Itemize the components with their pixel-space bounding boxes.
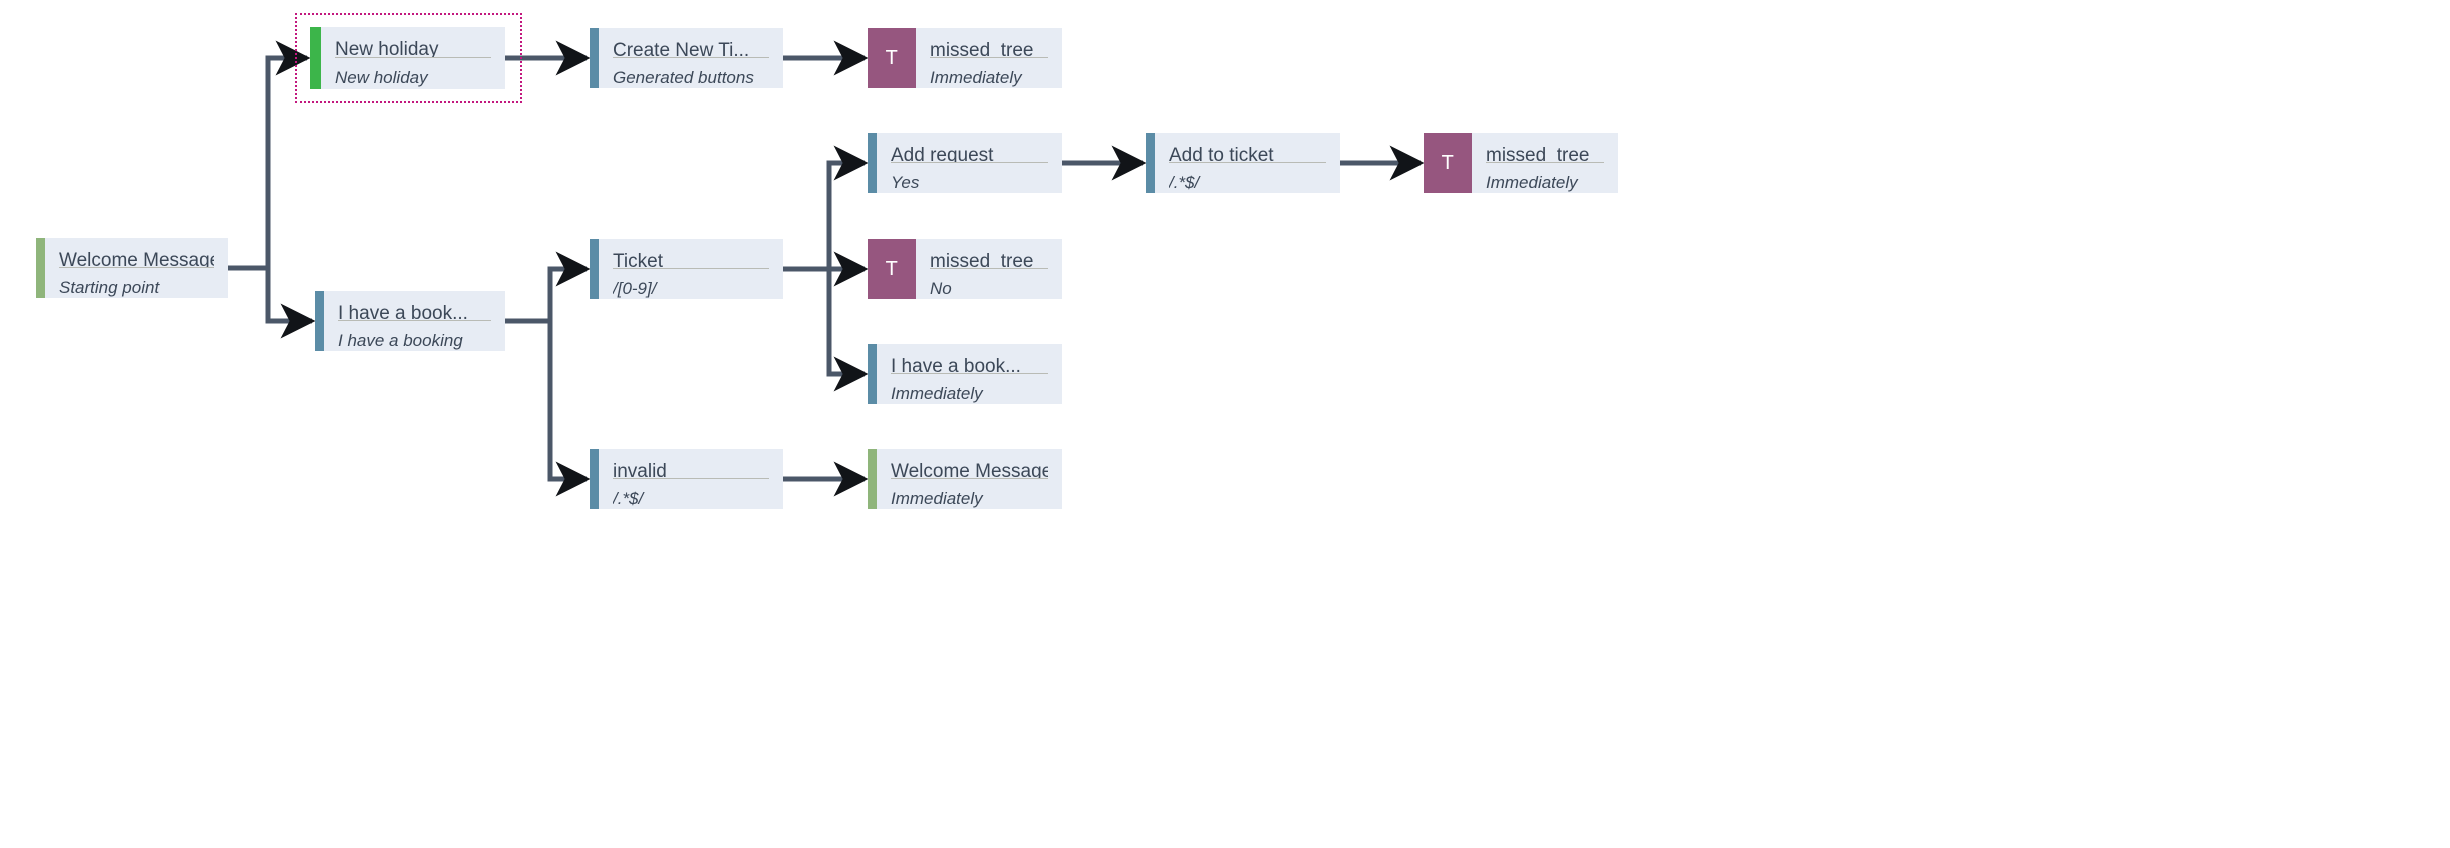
- node-title: I have a book...: [338, 303, 468, 321]
- node-title: Add request: [891, 145, 994, 163]
- node-body: Create New Ti... Generated buttons: [599, 28, 783, 88]
- node-marker-green-bright: [310, 27, 321, 89]
- node-body: missed_tree No: [916, 239, 1062, 299]
- node-marker-blue: [868, 133, 877, 193]
- node-body: Welcome Message Immediately: [877, 449, 1062, 509]
- node-welcome-message-return[interactable]: Welcome Message Immediately: [868, 449, 1062, 509]
- node-title: I have a book...: [891, 356, 1021, 374]
- node-body: New holiday New holiday: [321, 27, 505, 89]
- node-marker-blue: [590, 28, 599, 88]
- node-title: Create New Ti...: [613, 40, 750, 58]
- node-missed-tree-top[interactable]: T missed_tree Immediately: [868, 28, 1062, 88]
- node-subtitle: Starting point: [59, 277, 160, 297]
- edge-booking-to-invalid: [505, 318, 591, 497]
- node-welcome-message-start[interactable]: Welcome Message Starting point: [36, 238, 228, 298]
- node-marker-blue: [590, 449, 599, 509]
- selection-highlight-new-holiday: [295, 13, 522, 103]
- node-body: I have a book... Immediately: [877, 344, 1062, 404]
- node-body: Ticket /[0-9]/: [599, 239, 783, 299]
- node-marker-blue: [1146, 133, 1155, 193]
- node-badge-t-icon: T: [1424, 133, 1472, 193]
- node-subtitle: Immediately: [930, 67, 1022, 87]
- node-i-have-a-booking-immediate[interactable]: I have a book... Immediately: [868, 344, 1062, 404]
- node-i-have-a-booking[interactable]: I have a book... I have a booking: [315, 291, 505, 351]
- node-title: Ticket: [613, 251, 663, 269]
- node-create-new-ticket[interactable]: Create New Ti... Generated buttons: [590, 28, 783, 88]
- node-title: Add to ticket: [1169, 145, 1274, 163]
- node-title: New holiday: [335, 39, 439, 58]
- node-body: invalid /.*$/: [599, 449, 783, 509]
- node-marker-green-sage: [868, 449, 877, 509]
- node-marker-green-sage: [36, 238, 45, 298]
- node-subtitle: Yes: [891, 172, 920, 192]
- edge-welcome-to-i-have-booking: [228, 265, 316, 339]
- node-subtitle: /.*$/: [1169, 172, 1200, 192]
- node-subtitle: Generated buttons: [613, 67, 754, 87]
- node-title: missed_tree: [930, 40, 1034, 58]
- node-invalid[interactable]: invalid /.*$/: [590, 449, 783, 509]
- node-subtitle: /[0-9]/: [613, 278, 657, 298]
- node-body: missed_tree Immediately: [916, 28, 1062, 88]
- node-missed-tree-right[interactable]: T missed_tree Immediately: [1424, 133, 1618, 193]
- node-marker-blue: [590, 239, 599, 299]
- node-subtitle: New holiday: [335, 67, 428, 87]
- node-title: invalid: [613, 461, 667, 479]
- node-title: missed_tree: [930, 251, 1034, 269]
- node-missed-tree-middle[interactable]: T missed_tree No: [868, 239, 1062, 299]
- node-subtitle: /.*$/: [613, 488, 644, 508]
- node-add-to-ticket[interactable]: Add to ticket /.*$/: [1146, 133, 1340, 193]
- node-add-request[interactable]: Add request Yes: [868, 133, 1062, 193]
- node-subtitle: Immediately: [891, 383, 983, 403]
- node-title: Welcome Message: [891, 461, 1048, 479]
- node-body: Welcome Message Starting point: [45, 238, 228, 298]
- edge-ticket-to-booking-immediate: [783, 266, 869, 392]
- node-body: I have a book... I have a booking: [324, 291, 505, 351]
- edge-ticket-to-add-request: [783, 145, 869, 272]
- node-new-holiday[interactable]: New holiday New holiday: [310, 27, 505, 89]
- node-subtitle: No: [930, 278, 952, 298]
- node-body: Add request Yes: [877, 133, 1062, 193]
- node-marker-blue: [868, 344, 877, 404]
- node-subtitle: Immediately: [891, 488, 983, 508]
- node-body: missed_tree Immediately: [1472, 133, 1618, 193]
- node-subtitle: I have a booking: [338, 330, 463, 350]
- node-title: Welcome Message: [59, 250, 214, 268]
- node-marker-blue: [315, 291, 324, 351]
- node-body: Add to ticket /.*$/: [1155, 133, 1340, 193]
- edge-booking-to-ticket: [505, 251, 591, 324]
- node-ticket[interactable]: Ticket /[0-9]/: [590, 239, 783, 299]
- node-subtitle: Immediately: [1486, 172, 1578, 192]
- node-badge-t-icon: T: [868, 239, 916, 299]
- node-title: missed_tree: [1486, 145, 1590, 163]
- node-badge-t-icon: T: [868, 28, 916, 88]
